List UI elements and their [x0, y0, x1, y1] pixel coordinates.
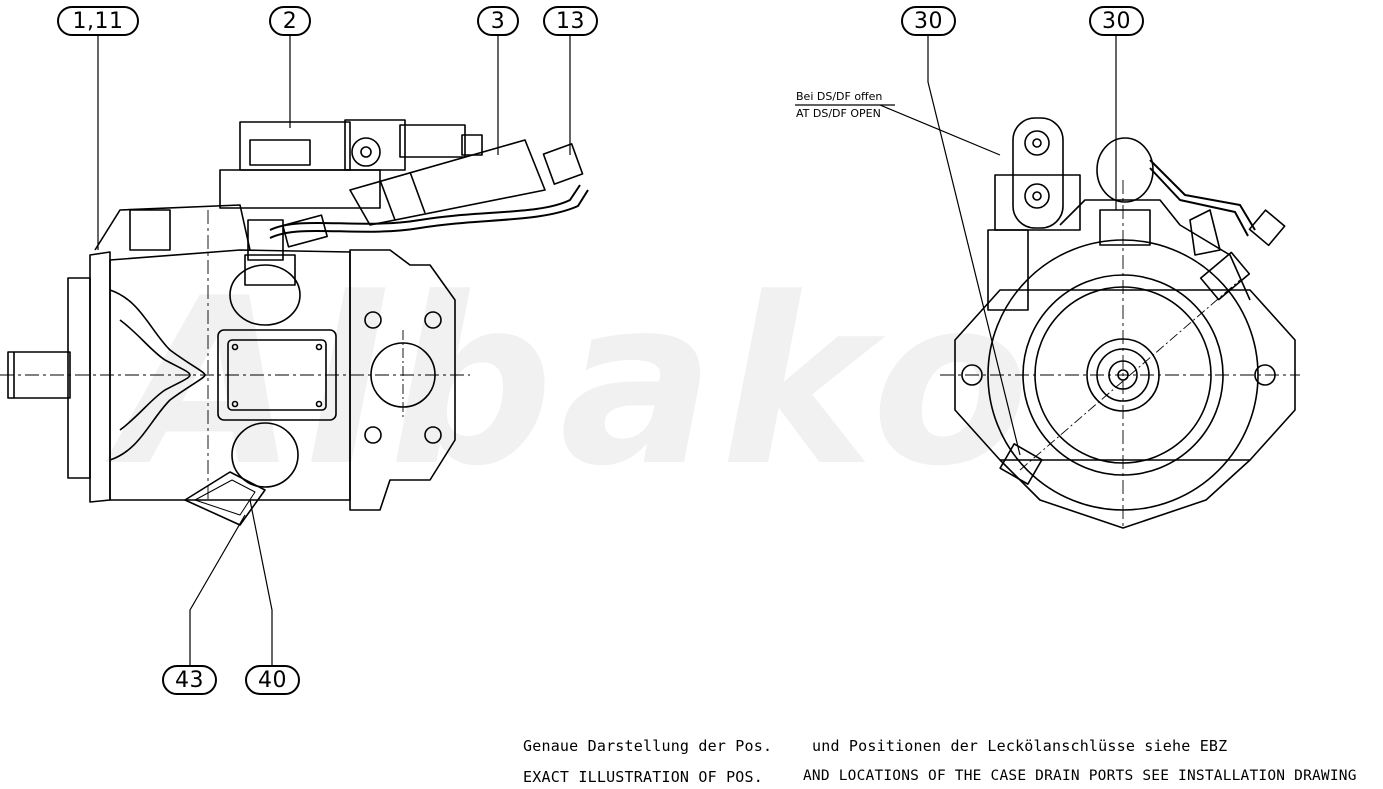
- callout-3: 3: [477, 6, 519, 36]
- callout-1-11: 1,11: [57, 6, 139, 36]
- mounting-flange: [67, 277, 91, 479]
- solenoid: [349, 139, 546, 226]
- callout-40: 40: [245, 665, 300, 695]
- callout-43: 43: [162, 665, 217, 695]
- front-hydraulic-line: [1149, 159, 1256, 231]
- solenoid-end: [1096, 137, 1154, 203]
- footnote-de-right: und Positionen der Leckölanschlüsse sieh…: [812, 737, 1228, 755]
- front-view-leaders: [795, 36, 1117, 456]
- port-note-de: Bei DS/DF offen: [796, 90, 883, 103]
- callout-2: 2: [269, 6, 311, 36]
- controller-block: [994, 174, 1081, 231]
- hydraulic-line: [269, 184, 581, 231]
- port-note-en: AT DS/DF OPEN: [796, 107, 881, 120]
- case-drain-marker: [184, 471, 266, 526]
- watermark: Albako: [120, 250, 1036, 517]
- footnote-en-left: EXACT ILLUSTRATION OF POS.: [523, 768, 763, 786]
- footnote-de-left: Genaue Darstellung der Pos.: [523, 737, 773, 755]
- side-view: [0, 119, 589, 526]
- callout-13: 13: [543, 6, 598, 36]
- front-view: [940, 117, 1300, 530]
- elbow-fitting: [247, 219, 284, 261]
- control-valve: [239, 121, 351, 171]
- callout-30-right: 30: [1089, 6, 1144, 36]
- controller-mount: [94, 204, 251, 251]
- side-view-leaders: [97, 36, 571, 666]
- flange-outline: [954, 289, 1296, 461]
- footnote-en-right: AND LOCATIONS OF THE CASE DRAIN PORTS SE…: [803, 768, 1357, 784]
- end-cap: [349, 249, 456, 511]
- callout-30-left: 30: [901, 6, 956, 36]
- lower-port: [231, 422, 299, 488]
